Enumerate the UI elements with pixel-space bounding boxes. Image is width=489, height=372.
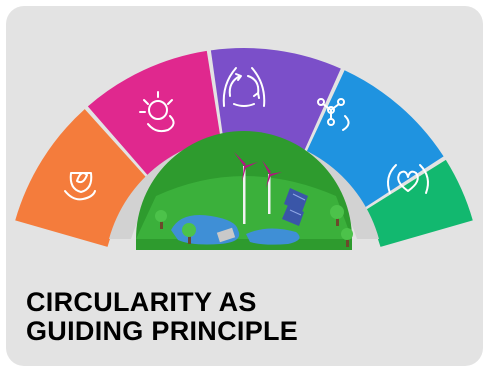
title-line-2: GUIDING PRINCIPLE xyxy=(26,316,299,346)
segment-orange xyxy=(15,109,149,247)
circularity-card: CIRCULARITY AS GUIDING PRINCIPLE xyxy=(6,6,483,366)
hand-holding-leaf-icon xyxy=(64,172,96,201)
wind-turbines xyxy=(234,152,282,224)
title-line-1: CIRCULARITY AS xyxy=(26,287,257,317)
trees xyxy=(155,205,353,247)
hand-network-icon xyxy=(317,98,350,131)
circularity-diagram xyxy=(15,48,473,250)
segment-green xyxy=(364,159,473,247)
hands-heart-icon xyxy=(387,164,429,194)
hand-holding-lightbulb-icon xyxy=(139,91,175,133)
segment-purple xyxy=(210,48,341,157)
page-title: CIRCULARITY AS GUIDING PRINCIPLE xyxy=(26,288,298,346)
earth-landscape xyxy=(136,131,353,250)
solar-panels xyxy=(282,188,308,226)
hands-recycle-icon xyxy=(222,67,266,107)
